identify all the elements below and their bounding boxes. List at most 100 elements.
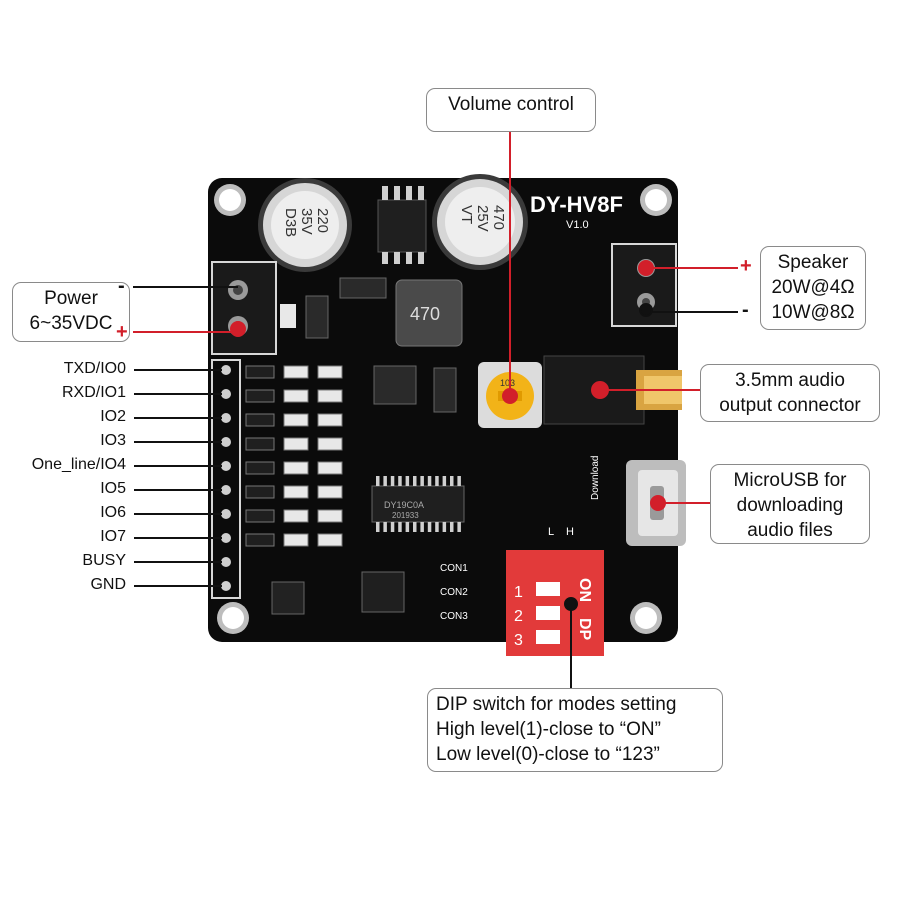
amp-chip bbox=[361, 571, 405, 613]
pointer-lines bbox=[133, 130, 738, 511]
chip-pin bbox=[442, 476, 447, 486]
smd-component bbox=[245, 485, 275, 499]
capacitor-left-marking: 220 bbox=[314, 208, 331, 233]
pin-label: BUSY bbox=[82, 552, 126, 569]
pin-label: GND bbox=[90, 576, 126, 593]
pin-label: IO6 bbox=[100, 504, 126, 521]
con-label: CON2 bbox=[440, 587, 468, 598]
header-pin bbox=[221, 581, 231, 591]
chip-pin bbox=[398, 522, 402, 532]
speaker-spec-8ohm: 10W@8Ω bbox=[771, 302, 855, 323]
chip-pin bbox=[376, 476, 380, 486]
smd-component bbox=[245, 389, 275, 403]
capacitor-right-marking: 470 bbox=[490, 205, 507, 230]
smd-component bbox=[283, 389, 309, 403]
chip-pin bbox=[450, 476, 454, 486]
header-pin bbox=[221, 557, 231, 567]
neutral-pointer-lines bbox=[133, 286, 738, 690]
capacitor-left-marking: D3B bbox=[282, 208, 299, 237]
capacitor-right-marking: 25V bbox=[474, 205, 491, 232]
callout-power: Power 6~35VDC bbox=[12, 282, 130, 342]
smd-component bbox=[245, 413, 275, 427]
smd-component bbox=[317, 413, 343, 427]
capacitor-right-marking: VT bbox=[458, 205, 475, 224]
dip-number: 2 bbox=[514, 608, 523, 625]
chip-pin bbox=[457, 522, 461, 532]
board-version-text: V1.0 bbox=[566, 219, 589, 231]
chip-pin bbox=[420, 476, 424, 486]
smd-component bbox=[283, 509, 309, 523]
microusb-line3: audio files bbox=[747, 520, 833, 541]
chip-pin bbox=[435, 522, 439, 532]
smd-component bbox=[283, 461, 309, 475]
chip-pin bbox=[442, 522, 447, 532]
potentiometer-marking: 103 bbox=[500, 378, 515, 388]
callout-speaker: Speaker 20W@4Ω 10W@8Ω bbox=[760, 246, 866, 330]
smd-component bbox=[317, 365, 343, 379]
chip-pin bbox=[383, 476, 387, 486]
header-pin bbox=[221, 509, 231, 519]
audio-out-line1: 3.5mm audio bbox=[735, 370, 845, 391]
main-chip-marking: DY19C0A bbox=[384, 500, 424, 510]
header-pin bbox=[221, 413, 231, 423]
power-plus-sign: + bbox=[116, 321, 128, 343]
speaker-label: Speaker bbox=[777, 252, 849, 273]
smd-component bbox=[283, 365, 309, 379]
power-terminal bbox=[211, 261, 277, 355]
smd-component bbox=[317, 509, 343, 523]
smd-component bbox=[245, 533, 275, 547]
capacitor-left: 220 35V D3B bbox=[258, 178, 352, 272]
pin-label: IO7 bbox=[100, 528, 126, 545]
speaker-spec-4ohm: 20W@4Ω bbox=[771, 277, 855, 298]
smd-component bbox=[245, 461, 275, 475]
audio-out-line2: output connector bbox=[719, 395, 861, 416]
capacitor-right: 470 25V VT bbox=[432, 174, 528, 270]
main-chip: DY19C0A 201933 bbox=[371, 476, 465, 532]
pin-header bbox=[211, 359, 241, 599]
power-range: 6~35VDC bbox=[29, 313, 113, 334]
dip-number: 1 bbox=[514, 584, 523, 601]
inductor bbox=[395, 279, 463, 347]
speaker-minus-sign: - bbox=[742, 299, 749, 321]
con-label: CON1 bbox=[440, 563, 468, 574]
dip-on-label: ON bbox=[576, 578, 593, 602]
smd-component bbox=[283, 413, 309, 427]
speaker-plus-sign: + bbox=[740, 255, 752, 277]
chip-pin bbox=[405, 522, 410, 532]
chip-pin bbox=[390, 522, 395, 532]
smd-component bbox=[283, 437, 309, 451]
pin-label: IO2 bbox=[100, 408, 126, 425]
header-pin bbox=[221, 485, 231, 495]
pin-label: RXD/IO1 bbox=[61, 384, 126, 401]
inductor-marking: 470 bbox=[410, 304, 440, 324]
microusb-line2: downloading bbox=[736, 495, 844, 516]
chip-pin bbox=[435, 476, 439, 486]
pin-label: One_line/IO4 bbox=[31, 456, 126, 473]
chip-pin bbox=[450, 522, 454, 532]
smd-component bbox=[283, 533, 309, 547]
chip-pin bbox=[427, 522, 432, 532]
power-minus-sign: - bbox=[118, 275, 125, 297]
smd-component bbox=[317, 485, 343, 499]
volume-label: Volume control bbox=[448, 94, 574, 115]
dip-dp-label: DP bbox=[576, 618, 593, 641]
callout-dip-switch: DIP switch for modes setting High level(… bbox=[427, 688, 723, 772]
mounting-holes bbox=[214, 184, 672, 634]
pin-label: IO3 bbox=[100, 432, 126, 449]
chip-pin bbox=[383, 522, 387, 532]
dip-line3: Low level(0)-close to “123” bbox=[436, 744, 660, 765]
callout-volume-control: Volume control bbox=[426, 88, 596, 132]
power-label: Power bbox=[44, 288, 98, 309]
smd-component bbox=[245, 509, 275, 523]
smd-component bbox=[245, 365, 275, 379]
pin-label: IO5 bbox=[100, 480, 126, 497]
smd-component bbox=[283, 485, 309, 499]
chip-pin bbox=[413, 522, 417, 532]
header-pin bbox=[221, 461, 231, 471]
chip-pin bbox=[427, 476, 432, 486]
smd-component bbox=[317, 461, 343, 475]
regulator-ic bbox=[377, 199, 427, 253]
smd-component bbox=[317, 389, 343, 403]
con-label: CON3 bbox=[440, 611, 468, 622]
